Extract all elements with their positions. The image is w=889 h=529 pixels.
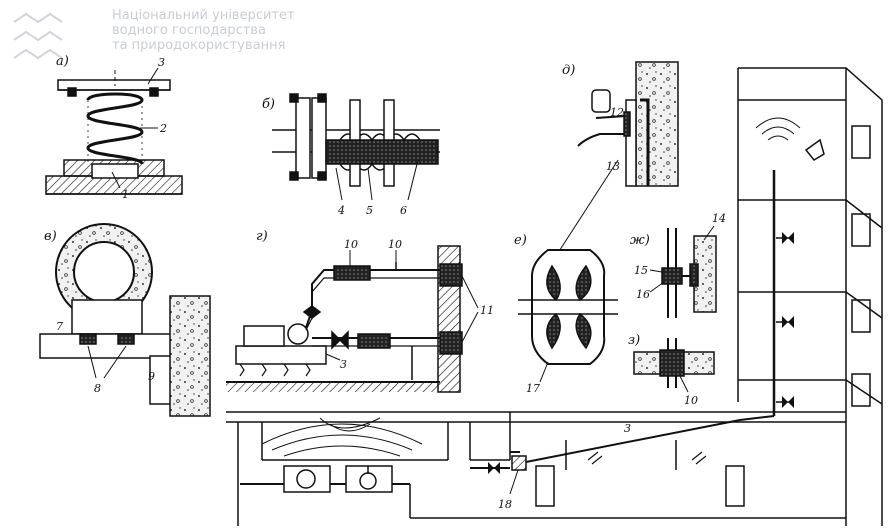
panel-label-v: в) bbox=[44, 229, 57, 244]
building-section bbox=[226, 67, 883, 526]
panel-label-zh: ж) bbox=[630, 233, 650, 248]
callout-3: 3 bbox=[624, 422, 631, 435]
leader-line bbox=[461, 275, 479, 309]
leader-line bbox=[703, 225, 715, 241]
leader-line bbox=[367, 167, 373, 201]
callout-17: 17 bbox=[526, 382, 540, 395]
callout-5: 5 bbox=[366, 204, 373, 217]
leader-line bbox=[679, 375, 689, 393]
leader-line bbox=[103, 345, 127, 379]
panel-label-g: г) bbox=[256, 229, 268, 244]
panel-label-z: з) bbox=[628, 333, 640, 348]
panel-label-b: б) bbox=[262, 97, 275, 112]
leader-line bbox=[649, 269, 663, 273]
callout-11: 11 bbox=[480, 304, 494, 317]
callout-2: 2 bbox=[159, 122, 167, 135]
callout-3: 3 bbox=[340, 358, 347, 371]
university-logo-watermark bbox=[13, 12, 63, 60]
callout-10: 10 bbox=[388, 238, 402, 251]
panel-label-d: д) bbox=[562, 63, 575, 78]
panel-g-pump-installation bbox=[226, 245, 463, 393]
panel-d-wall-faucet bbox=[577, 61, 679, 187]
panel-label-a: а) bbox=[56, 54, 69, 69]
panel-z-wall-penetration bbox=[633, 338, 715, 388]
university-watermark: Національний університет водного господа… bbox=[112, 8, 295, 53]
callout-15: 15 bbox=[634, 264, 648, 277]
leader-line bbox=[147, 67, 159, 85]
callout-14: 14 bbox=[712, 212, 726, 225]
callout-3: 3 bbox=[158, 56, 165, 69]
callout-1: 1 bbox=[122, 188, 129, 201]
leader-line bbox=[509, 469, 519, 495]
leader-line bbox=[407, 159, 419, 201]
panel-b-flexible-insert bbox=[272, 93, 440, 187]
panel-label-e: е) bbox=[514, 233, 527, 248]
leader-line bbox=[649, 281, 665, 293]
leader-line bbox=[335, 167, 343, 201]
leader-line bbox=[87, 345, 97, 379]
panel-e-flexible-connector bbox=[518, 249, 618, 365]
leader-line bbox=[111, 171, 121, 189]
callout-7: 7 bbox=[56, 320, 63, 333]
callout-10: 10 bbox=[684, 394, 698, 407]
callout-10: 10 bbox=[344, 238, 358, 251]
leader-line bbox=[461, 311, 479, 343]
callout-4: 4 bbox=[337, 204, 345, 217]
callout-13: 13 bbox=[606, 160, 620, 173]
watermark-line: водного господарства bbox=[112, 23, 266, 38]
panel-zh-pipe-clamp bbox=[661, 228, 717, 318]
callout-6: 6 bbox=[400, 204, 407, 217]
leader-line bbox=[539, 361, 549, 383]
leader-line bbox=[325, 353, 341, 361]
watermark-line: та природокористування bbox=[112, 38, 286, 53]
callout-8: 8 bbox=[94, 382, 101, 395]
watermark-line: Національний університет bbox=[112, 8, 295, 23]
callout-9: 9 bbox=[148, 370, 155, 383]
callout-18: 18 bbox=[498, 498, 512, 511]
callout-16: 16 bbox=[636, 288, 650, 301]
panel-v-motor-on-isolators bbox=[39, 223, 211, 417]
callout-12: 12 bbox=[610, 106, 624, 119]
